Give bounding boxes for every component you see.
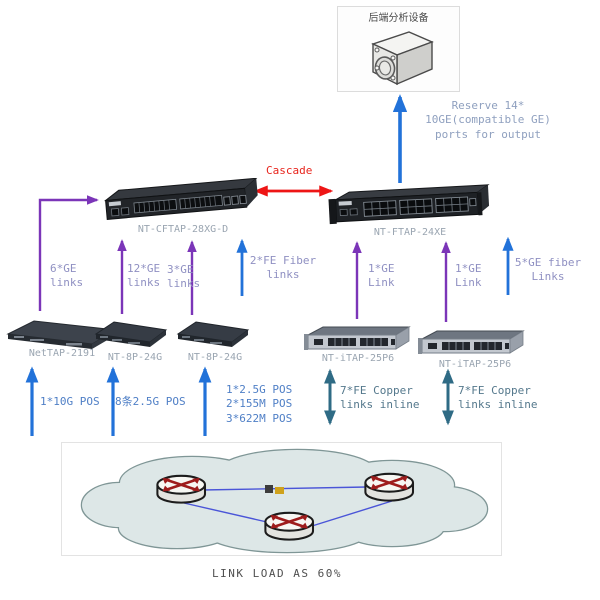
cloud-tap-icon-accent (275, 487, 284, 494)
tap-nt8p-b-image (176, 321, 250, 347)
analyzer-box: 后端分析设备 (337, 6, 460, 92)
tap-nt8p-b-name: NT-8P-24G (187, 352, 243, 363)
tap-itap-b-name: NT-iTAP-25P6 (438, 359, 512, 370)
cloud-tap-icon (265, 485, 273, 493)
switch-left-name: NT-CFTAP-28XG-D (137, 224, 229, 235)
link-load-caption: LINK LOAD AS 60% (212, 567, 342, 580)
tap-itap-a-name: NT-iTAP-25P6 (321, 353, 395, 364)
cascade-label: Cascade (266, 164, 313, 177)
network-cloud-image (80, 448, 489, 554)
downlink-copper-b-label: 7*FE Copper links inline (458, 384, 538, 412)
downlink-8x25g-pos-label: 8条2.5G POS (115, 395, 186, 408)
uplink-6ge-label: 6*GE links (50, 262, 84, 290)
tap-itap-a-image (304, 326, 411, 350)
uplink-1ge-a-label: 1*GE Link (368, 262, 395, 290)
switch-nt-ftap-24xe-image (328, 184, 490, 225)
downlink-copper-a-label: 7*FE Copper links inline (340, 384, 420, 412)
uplink-3ge-label: 3*GE links (167, 263, 201, 291)
cloud-links (183, 486, 393, 527)
tap-itap-b-image (418, 330, 525, 354)
uplink-12ge-label: 12*GE links (127, 262, 161, 290)
router-icon-bottom (264, 511, 315, 541)
downlink-10g-pos-label: 1*10G POS (40, 395, 100, 408)
uplink-2fe-fiber-label: 2*FE Fiber links (249, 254, 317, 282)
switch-nt-cftap-28xg-d-image (103, 178, 258, 220)
arrow-6ge-links (38, 195, 99, 311)
uplink-5ge-fiber-label: 5*GE fiber Links (514, 256, 582, 284)
analyzer-label: 后端分析设备 (368, 13, 429, 24)
router-icon-right (364, 472, 415, 502)
switch-right-name: NT-FTAP-24XE (373, 227, 447, 238)
tap-nt8p-a-image (94, 321, 168, 347)
downlink-mixed-pos-label: 1*2.5G POS 2*155M POS 3*622M POS (226, 383, 293, 425)
reserve-ports-note: Reserve 14* 10GE(compatible GE) ports fo… (425, 99, 551, 141)
network-cloud-box (61, 442, 502, 556)
router-icon-left (156, 474, 207, 504)
tap-nt8p-a-name: NT-8P-24G (107, 352, 163, 363)
tap-nettap-name: NetTAP-2191 (28, 348, 96, 359)
analyzer-device-image (371, 31, 434, 86)
uplink-1ge-b-label: 1*GE Link (455, 262, 482, 290)
